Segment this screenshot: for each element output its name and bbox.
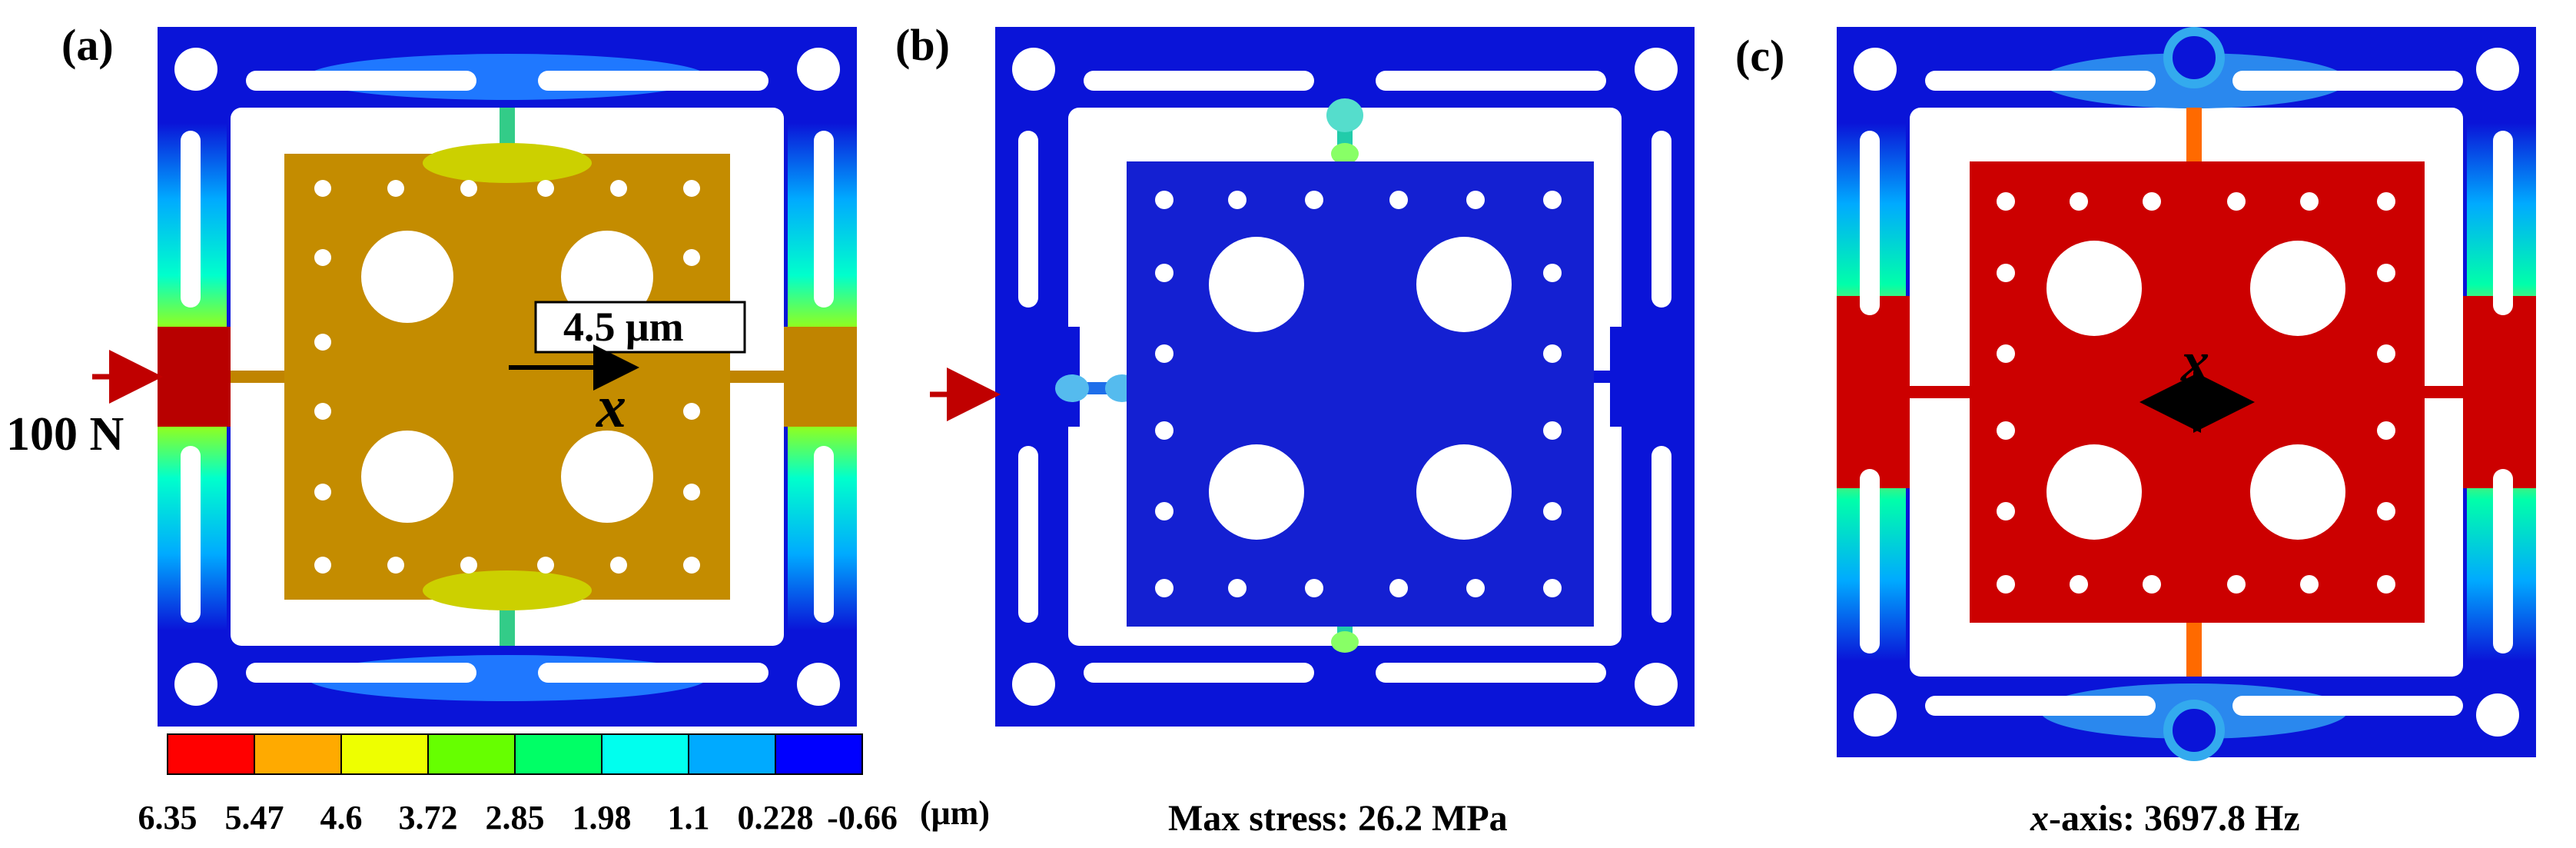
flexure-top <box>2186 108 2202 161</box>
corner-hole <box>1635 663 1678 706</box>
colorbar-segment <box>775 733 863 775</box>
corner-hole <box>797 663 840 706</box>
colorbar-segment <box>688 733 776 775</box>
connector-left <box>158 327 242 427</box>
connector-right <box>1610 327 1695 427</box>
corner-hole <box>1012 48 1055 91</box>
colorbar-tick-labels: 6.35 5.47 4.6 3.72 2.85 1.98 1.1 0.228 -0.66 (μm) <box>138 794 990 836</box>
slot-right <box>1651 131 1671 308</box>
slot-right <box>2493 469 2513 653</box>
slot-bottom <box>1084 663 1314 683</box>
corner-hole <box>2476 48 2519 91</box>
slot-left <box>1860 131 1880 315</box>
platform-holes-a <box>314 180 700 574</box>
slot-left <box>1018 131 1038 308</box>
corner-hole <box>797 48 840 91</box>
slot-top <box>2232 71 2463 91</box>
center-platform <box>1127 161 1594 627</box>
x-axis-label-c: x <box>2180 331 2209 394</box>
slot-left <box>181 131 201 308</box>
colorbar-tick-label: 1.1 <box>668 799 710 836</box>
colorbar-segment <box>601 733 689 775</box>
slot-bottom <box>538 663 768 683</box>
flexure-left <box>1910 386 1971 398</box>
stress-spot-top <box>1331 143 1359 165</box>
slot-bottom <box>246 663 476 683</box>
panel-a: (a) <box>6 20 990 836</box>
slot-right <box>814 131 834 308</box>
platform-holes-c <box>1997 192 2395 594</box>
slot-bottom <box>2232 696 2463 716</box>
slot-top <box>1376 71 1606 91</box>
colorbar-tick-label: -0.66 <box>827 799 898 836</box>
corner-hole <box>1854 693 1897 737</box>
colorbar-segment <box>254 733 342 775</box>
corner-hole <box>1012 663 1055 706</box>
connector-right <box>772 327 857 427</box>
slot-right <box>2493 131 2513 315</box>
colorbar-segment <box>514 733 603 775</box>
stress-spot-bottom <box>423 570 592 610</box>
corner-hole <box>1635 48 1678 91</box>
hub-hole-top <box>2163 27 2225 88</box>
corner-hole <box>2476 693 2519 737</box>
slot-right <box>814 446 834 623</box>
slot-right <box>1651 446 1671 623</box>
slot-top <box>1084 71 1314 91</box>
displacement-box <box>534 301 746 354</box>
platform-holes-b <box>1155 191 1562 597</box>
slot-left <box>181 446 201 623</box>
panel-label-a: (a) <box>61 20 114 70</box>
colorbar-tick-label: 0.228 <box>738 799 814 836</box>
colorbar-tick-label: 1.98 <box>573 799 632 836</box>
slot-left <box>1860 469 1880 653</box>
colorbar-tick-label: 2.85 <box>486 799 545 836</box>
slot-bottom <box>1925 696 2156 716</box>
displacement-label: 4.5 μm <box>563 304 684 350</box>
colorbar <box>167 733 863 775</box>
caption-c: x-axis: 3697.8 Hz <box>2030 798 2300 839</box>
caption-c-rest: -axis: 3697.8 Hz <box>2049 798 2300 839</box>
hub-hole-bottom <box>2163 700 2225 761</box>
caption-c-axis: x <box>2030 798 2049 839</box>
slot-top <box>1925 71 2156 91</box>
corner-hole <box>174 48 217 91</box>
panel-label-b: (b) <box>895 20 950 70</box>
panel-label-c: (c) <box>1735 31 1784 81</box>
colorbar-unit: (μm) <box>920 794 990 832</box>
slot-left <box>1018 446 1038 623</box>
connector-left <box>1837 296 1921 488</box>
connector-right <box>2452 296 2536 488</box>
colorbar-tick-label: 3.72 <box>399 799 458 836</box>
colorbar-tick-label: 4.6 <box>320 799 363 836</box>
stress-spot-top <box>1326 98 1363 132</box>
corner-hole <box>1854 48 1897 91</box>
stress-spot-left <box>1055 374 1089 402</box>
colorbar-segment <box>427 733 516 775</box>
colorbar-tick-label: 5.47 <box>225 799 284 836</box>
slot-top <box>538 71 768 91</box>
panel-c: (c) <box>1735 27 2536 839</box>
slot-top <box>246 71 476 91</box>
stress-spot-top <box>423 143 592 183</box>
center-platform <box>284 154 730 600</box>
x-axis-label-a: x <box>596 373 626 440</box>
flexure-left <box>231 371 288 383</box>
flexure-bottom <box>2186 623 2202 677</box>
force-label: 100 N <box>6 408 124 461</box>
colorbar-segment <box>340 733 429 775</box>
flexure-right <box>726 371 784 383</box>
stress-spot-bottom <box>1331 631 1359 653</box>
slot-bottom <box>1376 663 1606 683</box>
colorbar-tick-label: 6.35 <box>138 799 198 836</box>
corner-hole <box>174 663 217 706</box>
colorbar-segment <box>167 733 255 775</box>
caption-b: Max stress: 26.2 MPa <box>1168 798 1508 839</box>
panel-b: (b) <box>895 20 1695 839</box>
